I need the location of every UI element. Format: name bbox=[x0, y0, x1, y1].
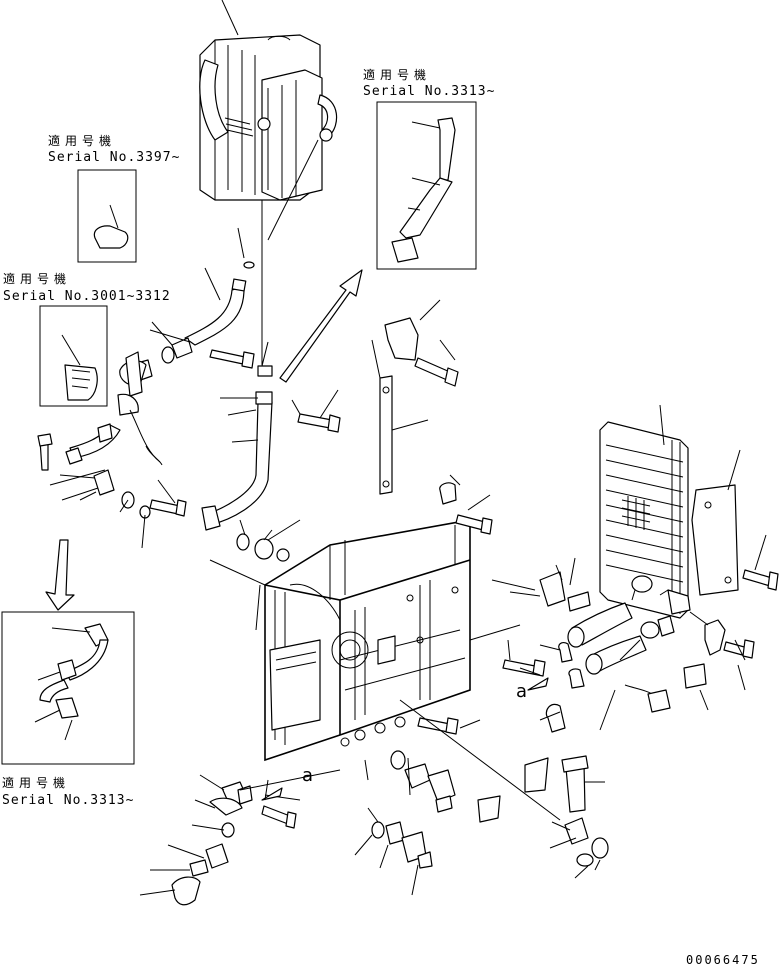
side-plate-right bbox=[691, 449, 779, 596]
note-jp-lower-left: 適用号機 bbox=[2, 776, 71, 790]
connector-set-right bbox=[491, 557, 675, 731]
note-jp-left-mid: 適用号機 bbox=[3, 272, 72, 286]
drain-tube-assembly bbox=[37, 351, 187, 549]
view-mark-a-bottom: a bbox=[302, 765, 314, 786]
fittings-bottom-left bbox=[139, 774, 297, 906]
note-serial-lower-left: Serial No.3313~ bbox=[2, 793, 135, 808]
heater-hose-upper bbox=[149, 227, 255, 359]
ring-set-center bbox=[236, 519, 301, 562]
note-jp-upper-left: 適用号機 bbox=[48, 134, 117, 148]
view-mark-a-right: a bbox=[516, 681, 528, 702]
heater-core bbox=[199, 0, 338, 201]
note-serial-left-mid: Serial No.3001~3312 bbox=[3, 289, 171, 304]
radiator-core-right bbox=[599, 404, 691, 619]
heater-hose-lower bbox=[201, 389, 341, 531]
detail-box-serial-3001-3312 bbox=[39, 305, 108, 407]
detail-box-serial-3313-lower bbox=[1, 611, 135, 765]
detail-box-serial-3397 bbox=[77, 169, 137, 263]
note-serial-upper-left: Serial No.3397~ bbox=[48, 150, 181, 165]
direction-arrow bbox=[279, 269, 363, 383]
direction-arrow-lower bbox=[45, 539, 75, 611]
fittings-bottom-center bbox=[264, 717, 481, 896]
note-jp-upper-right: 適用号機 bbox=[363, 68, 432, 82]
note-serial-upper-right: Serial No.3313~ bbox=[363, 84, 496, 99]
mounting-plate-vertical bbox=[371, 339, 429, 495]
bolt-set-upper bbox=[119, 321, 273, 387]
bracket-right-small bbox=[683, 611, 755, 711]
clip-center bbox=[439, 474, 493, 535]
bracket-upper bbox=[384, 299, 459, 387]
drawing-number: 00066475 bbox=[686, 953, 760, 967]
heater-case-frame bbox=[255, 519, 471, 762]
fittings-lower-right bbox=[477, 703, 609, 879]
detail-box-serial-3313 bbox=[376, 101, 477, 270]
